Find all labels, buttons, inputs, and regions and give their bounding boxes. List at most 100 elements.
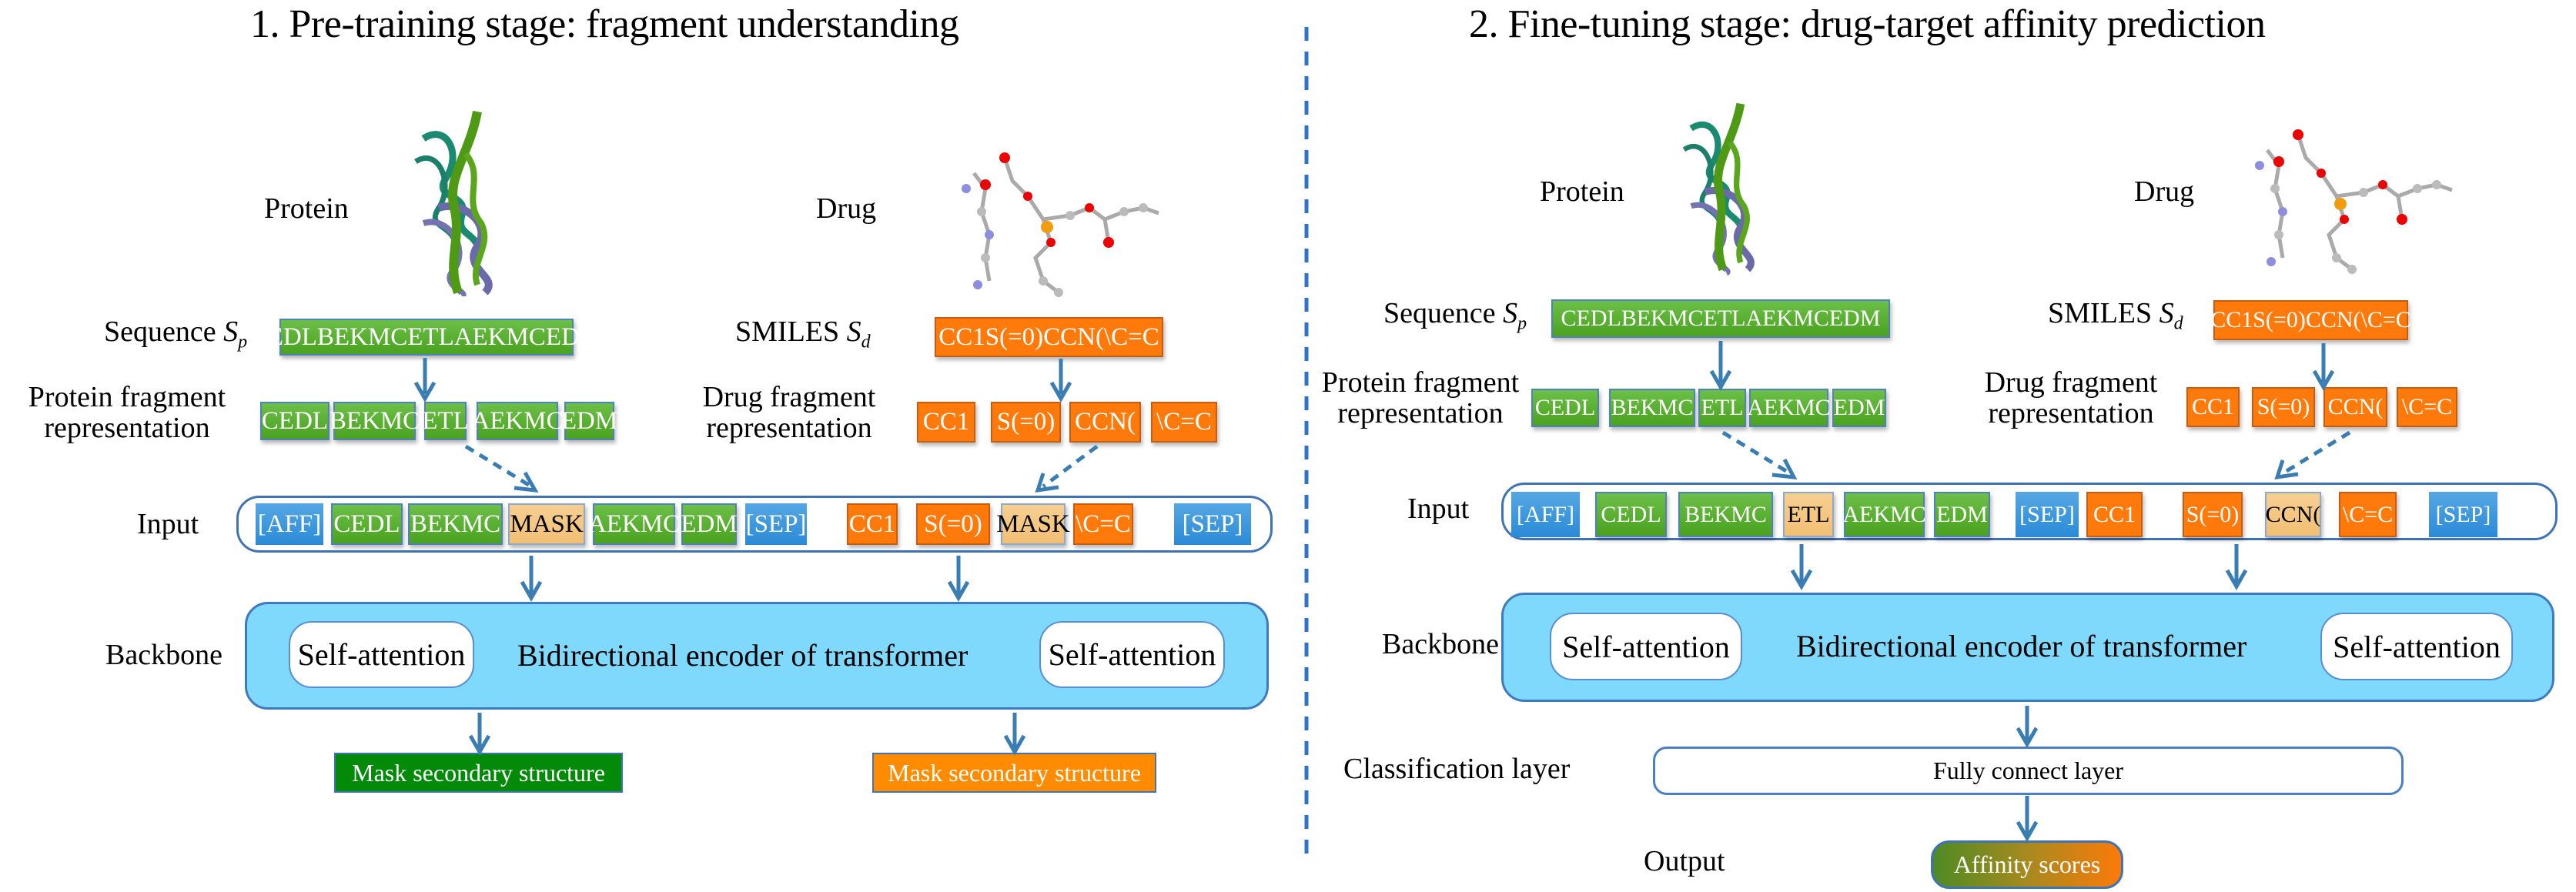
input-token-protein: EDM: [1934, 492, 1990, 537]
stage2-self-attention-left: Self-attention: [1550, 613, 1742, 680]
input-token-drug: S(=0): [916, 503, 990, 545]
stage2-input-label: Input: [1407, 493, 1470, 525]
protein-fragment: CEDL: [260, 402, 330, 440]
protein-fragment: AEKMC: [471, 402, 564, 440]
protein-fragment: ETL: [1698, 389, 1746, 427]
sequence-label-text: Sequence: [1383, 297, 1504, 329]
stage1-input-container: [236, 496, 1273, 553]
protein-structure-icon: [414, 110, 493, 296]
stage2-backbone-label: Backbone: [1382, 628, 1499, 660]
drug-fragment: \C=C: [2397, 387, 2457, 427]
stage2-input-to-backbone-arrow-left: [1790, 544, 1813, 591]
input-token-protein: AEKMC: [1842, 492, 1926, 537]
stage1-backbone-to-output-arrow-left: [468, 713, 491, 757]
input-token-special: [SEP]: [2016, 492, 2079, 537]
stage1-sequence-box: CEDLBEKMCETLAEKMCEDM: [251, 319, 602, 356]
input-token-special: [SEP]: [2429, 492, 2497, 537]
smiles-symbol: Sd: [2159, 297, 2183, 334]
stage2-fragment-to-input-arrow-protein: [1721, 430, 1798, 479]
stage2-input-container: [1501, 483, 2558, 540]
stage1-input-to-backbone-arrow-left: [520, 556, 543, 603]
stage1-fragment-to-input-arrow-drug: [1035, 444, 1099, 493]
stage1-self-attention-left: Self-attention: [289, 621, 474, 688]
input-token-protein: AEKMC: [588, 503, 680, 545]
stage2-smiles-box: CC1S(=0)CCN(\C=C: [2210, 300, 2411, 340]
protein-structure-icon: [1682, 102, 1755, 276]
sequence-symbol: Sp: [1503, 297, 1527, 334]
input-token-special: [SEP]: [745, 503, 807, 545]
stage2-fragment-to-input-arrow-drug: [2274, 430, 2351, 480]
stage1-seq-to-fragment-arrow: [413, 358, 437, 403]
stage1-drug-label: Drug: [816, 192, 877, 225]
protein-fragment: EDM: [1832, 389, 1886, 427]
stage2-smiles-to-fragment-arrow: [2312, 343, 2335, 392]
stage2-drug-label: Drug: [2134, 175, 2195, 208]
sequence-symbol: Sp: [223, 316, 248, 352]
input-token-mask: ETL: [1783, 492, 1834, 537]
stage2-encoder-text: Bidirectional encoder of transformer: [1796, 629, 2247, 663]
smiles-label-text: SMILES: [735, 316, 847, 348]
stage1-backbone-label: Backbone: [105, 639, 222, 671]
stage1-smiles-label: SMILES Sd: [735, 316, 871, 352]
protein-fragment: EDM: [561, 402, 617, 440]
input-token-drug: \C=C: [2339, 492, 2397, 537]
stage2-self-attention-right: Self-attention: [2320, 613, 2513, 680]
stage1-self-attention-right: Self-attention: [1039, 621, 1225, 688]
stage1-input-label: Input: [137, 508, 199, 540]
stage2-fully-connect-layer: Fully connect layer: [1653, 747, 2404, 795]
smiles-symbol: Sd: [846, 316, 871, 352]
stage1-output-drug: Mask secondary structure: [872, 753, 1156, 793]
drug-fragment: S(=0): [991, 402, 1061, 443]
input-token-drug: \C=C: [1073, 503, 1133, 545]
stage2-sequence-box: CEDLBEKMCETLAEKMCEDM: [1551, 299, 1890, 338]
stage2-classification-label: Classification layer: [1343, 753, 1571, 785]
stage2-seq-to-fragment-arrow: [1709, 341, 1732, 392]
stage1-sequence-label: Sequence Sp: [104, 316, 248, 352]
drug-fragment: CCN(: [2323, 387, 2387, 427]
input-token-protein: BEKMC: [408, 503, 503, 545]
drug-fragment: CC1: [2186, 387, 2240, 427]
input-token-special: [SEP]: [1174, 503, 1251, 545]
input-token-protein: CEDL: [331, 503, 403, 545]
protein-fragment: BEKMC: [330, 402, 420, 440]
stage2-title: 2. Fine-tuning stage: drug-target affini…: [1469, 2, 2266, 46]
drug-molecule-icon: [2255, 129, 2453, 274]
input-token-protein: BEKMC: [1678, 492, 1773, 537]
stage2-protein-label: Protein: [1540, 175, 1624, 208]
protein-fragment: CEDL: [1531, 389, 1599, 427]
input-token-drug: CC1: [2086, 492, 2143, 537]
stage2-smiles-label: SMILES Sd: [2048, 297, 2183, 334]
input-token-protein: CEDL: [1595, 492, 1667, 537]
drug-fragment: CCN(: [1069, 402, 1141, 443]
stage2-input-to-backbone-arrow-right: [2225, 544, 2248, 591]
stage2-sequence-label: Sequence Sp: [1383, 297, 1527, 334]
smiles-label-text: SMILES: [2048, 297, 2159, 329]
stage1-smiles-to-fragment-arrow: [1049, 359, 1072, 403]
stage1-smiles-box: CC1S(=0)CCN(\C=C: [935, 317, 1163, 357]
stage1-backbone-to-output-arrow-right: [1003, 713, 1026, 757]
protein-fragment: BEKMC: [1609, 389, 1695, 427]
drug-fragment: S(=0): [2252, 387, 2315, 427]
protein-fragment: AEKMC: [1747, 389, 1831, 427]
stage1-protein-label: Protein: [264, 192, 349, 225]
sequence-label-text: Sequence: [104, 316, 224, 348]
stage2-output-label: Output: [1644, 845, 1725, 877]
stage2-fc-to-output-arrow: [2016, 796, 2039, 843]
stage1-input-to-backbone-arrow-right: [947, 556, 970, 603]
input-token-mask: MASK: [996, 503, 1070, 545]
input-token-protein: EDM: [681, 503, 738, 545]
input-token-mask: CCN(: [2265, 492, 2321, 537]
input-token-special: [AFF]: [1511, 492, 1580, 537]
stage1-encoder-text: Bidirectional encoder of transformer: [517, 638, 969, 673]
drug-fragment: CC1: [917, 402, 975, 443]
drug-fragment: \C=C: [1151, 402, 1217, 443]
input-token-mask: MASK: [508, 503, 585, 545]
protein-fragment: ETL: [422, 402, 469, 440]
input-token-special: [AFF]: [256, 503, 323, 545]
stage2-backbone-to-fc-arrow: [2016, 706, 2039, 749]
